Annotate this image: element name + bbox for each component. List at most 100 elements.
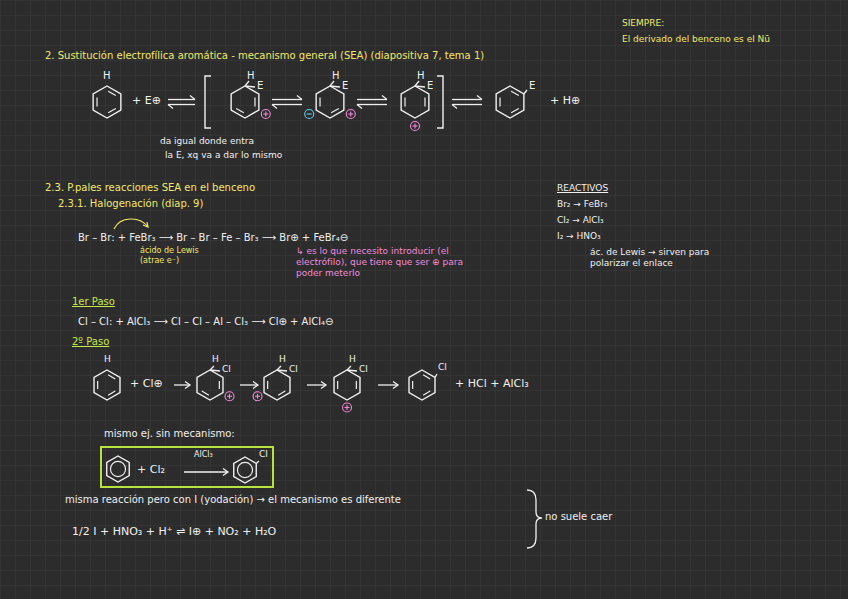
note-text: da igual donde entra xyxy=(160,136,254,147)
equilibrium-arrow xyxy=(452,105,457,109)
note-text: 1/2 I + HNO₃ + H⁺ ⇌ I⊕ + NO₂ + H₂O xyxy=(72,525,276,538)
double-bond xyxy=(511,91,519,95)
equilibrium-arrow xyxy=(452,104,482,105)
double-bond xyxy=(423,375,430,379)
benzene-ring xyxy=(496,86,524,118)
bond-line xyxy=(524,90,527,94)
double-bond xyxy=(424,98,425,107)
bond-line xyxy=(256,461,259,464)
benzene-ring xyxy=(401,86,429,118)
reaction-text: + Cl₂ xyxy=(137,463,165,476)
double-bond xyxy=(511,108,519,112)
arrow-head xyxy=(393,382,398,389)
section-title: 2. Sustitución electrofílica aromática -… xyxy=(45,50,484,62)
arrow-head xyxy=(223,469,228,476)
reaction-arrow xyxy=(184,471,228,472)
note-text: H xyxy=(332,70,340,82)
note-text: 2º Paso xyxy=(72,336,109,348)
double-bond xyxy=(108,91,116,95)
note-text: H xyxy=(104,354,111,365)
equilibrium-arrow xyxy=(357,105,362,109)
bracket xyxy=(437,76,443,128)
double-bond xyxy=(278,391,285,395)
bond-line xyxy=(347,366,351,370)
note-text: Cl xyxy=(438,362,447,373)
note-text: + H⊕ xyxy=(550,94,580,107)
charge-symbol xyxy=(414,124,415,129)
note-text: Br – Br: + FeBr₃ ⟶ Br – Br – Fe – Br₃ ⟶ … xyxy=(78,232,348,244)
benzene-ring xyxy=(409,370,435,400)
equilibrium-arrow xyxy=(477,96,482,100)
bond-line xyxy=(435,374,437,378)
charge-symbol xyxy=(265,112,266,117)
note-text: E xyxy=(342,80,348,92)
double-bond xyxy=(97,381,98,389)
note-text: Cl xyxy=(359,364,368,375)
bond-line xyxy=(330,81,334,86)
note-text: H xyxy=(247,70,255,82)
benzene-ring xyxy=(264,370,290,400)
note-text: no suele caer xyxy=(545,511,612,523)
charge-symbol xyxy=(261,110,270,119)
note-text: E xyxy=(427,80,433,92)
benzene-ring xyxy=(107,456,130,482)
note-text: ↳ es lo que necesito introducir (el elec… xyxy=(296,246,466,278)
bracket xyxy=(205,76,211,128)
reaction-text: Cl xyxy=(259,449,268,460)
charge-symbol xyxy=(411,122,420,131)
note-text: + HCl + AlCl₃ xyxy=(455,377,529,390)
charge-symbol xyxy=(305,110,314,119)
note-text: + Cl⊕ xyxy=(130,377,163,390)
note-text: Cl₂ → AlCl₃ xyxy=(557,215,604,226)
note-text: 2.3.1. Halogenación (diap. 9) xyxy=(58,198,203,210)
bond-line xyxy=(245,81,249,86)
double-bond xyxy=(412,381,413,389)
double-bond xyxy=(337,381,338,389)
equilibrium-arrow xyxy=(272,105,277,109)
note-text: I₂ → HNO₃ xyxy=(557,231,601,242)
charge-symbol xyxy=(229,394,230,399)
reaction-arrow xyxy=(174,384,190,385)
note-text: SIEMPRE: xyxy=(622,18,664,29)
reaction-arrow xyxy=(240,384,258,385)
double-bond xyxy=(108,391,115,395)
electron-arrow xyxy=(114,219,148,229)
double-bond xyxy=(499,98,500,107)
benzene-ring xyxy=(93,86,121,118)
double-bond xyxy=(319,98,320,107)
benzene-ring xyxy=(94,370,120,400)
note-text: ác. de Lewis → sirven para polarizar el … xyxy=(590,247,750,269)
bond-line xyxy=(347,370,357,371)
benzene-ring xyxy=(231,86,259,118)
note-text: H xyxy=(417,70,425,82)
equilibrium-arrow xyxy=(190,96,195,100)
note-text: REACTIVOS xyxy=(557,183,608,194)
double-bond xyxy=(267,381,268,389)
double-bond xyxy=(108,108,116,112)
double-bond xyxy=(96,98,97,107)
arrow-head xyxy=(321,382,326,389)
charge-symbol xyxy=(346,405,347,410)
charge-symbol xyxy=(225,392,234,401)
aromatic-circle xyxy=(110,461,125,476)
bond-line xyxy=(210,366,214,370)
bond-line xyxy=(415,81,419,86)
charge-symbol xyxy=(346,110,355,119)
double-bond xyxy=(356,381,357,389)
note-text: E xyxy=(529,80,535,92)
note-text: H xyxy=(103,70,111,82)
note-text: mismo ej. sin mecanismo: xyxy=(104,428,235,440)
bond-line xyxy=(210,370,220,371)
note-text: + E⊕ xyxy=(132,94,161,107)
note-text: 2.3. P.pales reacciones SEA en el bencen… xyxy=(45,182,255,194)
equilibrium-arrow xyxy=(382,96,387,100)
note-text: Br₂ → FeBr₃ xyxy=(557,199,607,210)
note-text: ácido de Lewis (atrae e⁻) xyxy=(140,246,202,265)
bond-line xyxy=(277,366,281,370)
note-text: Cl xyxy=(289,364,298,375)
double-bond xyxy=(202,391,209,395)
double-bond xyxy=(423,391,430,395)
bond-line xyxy=(330,86,340,87)
